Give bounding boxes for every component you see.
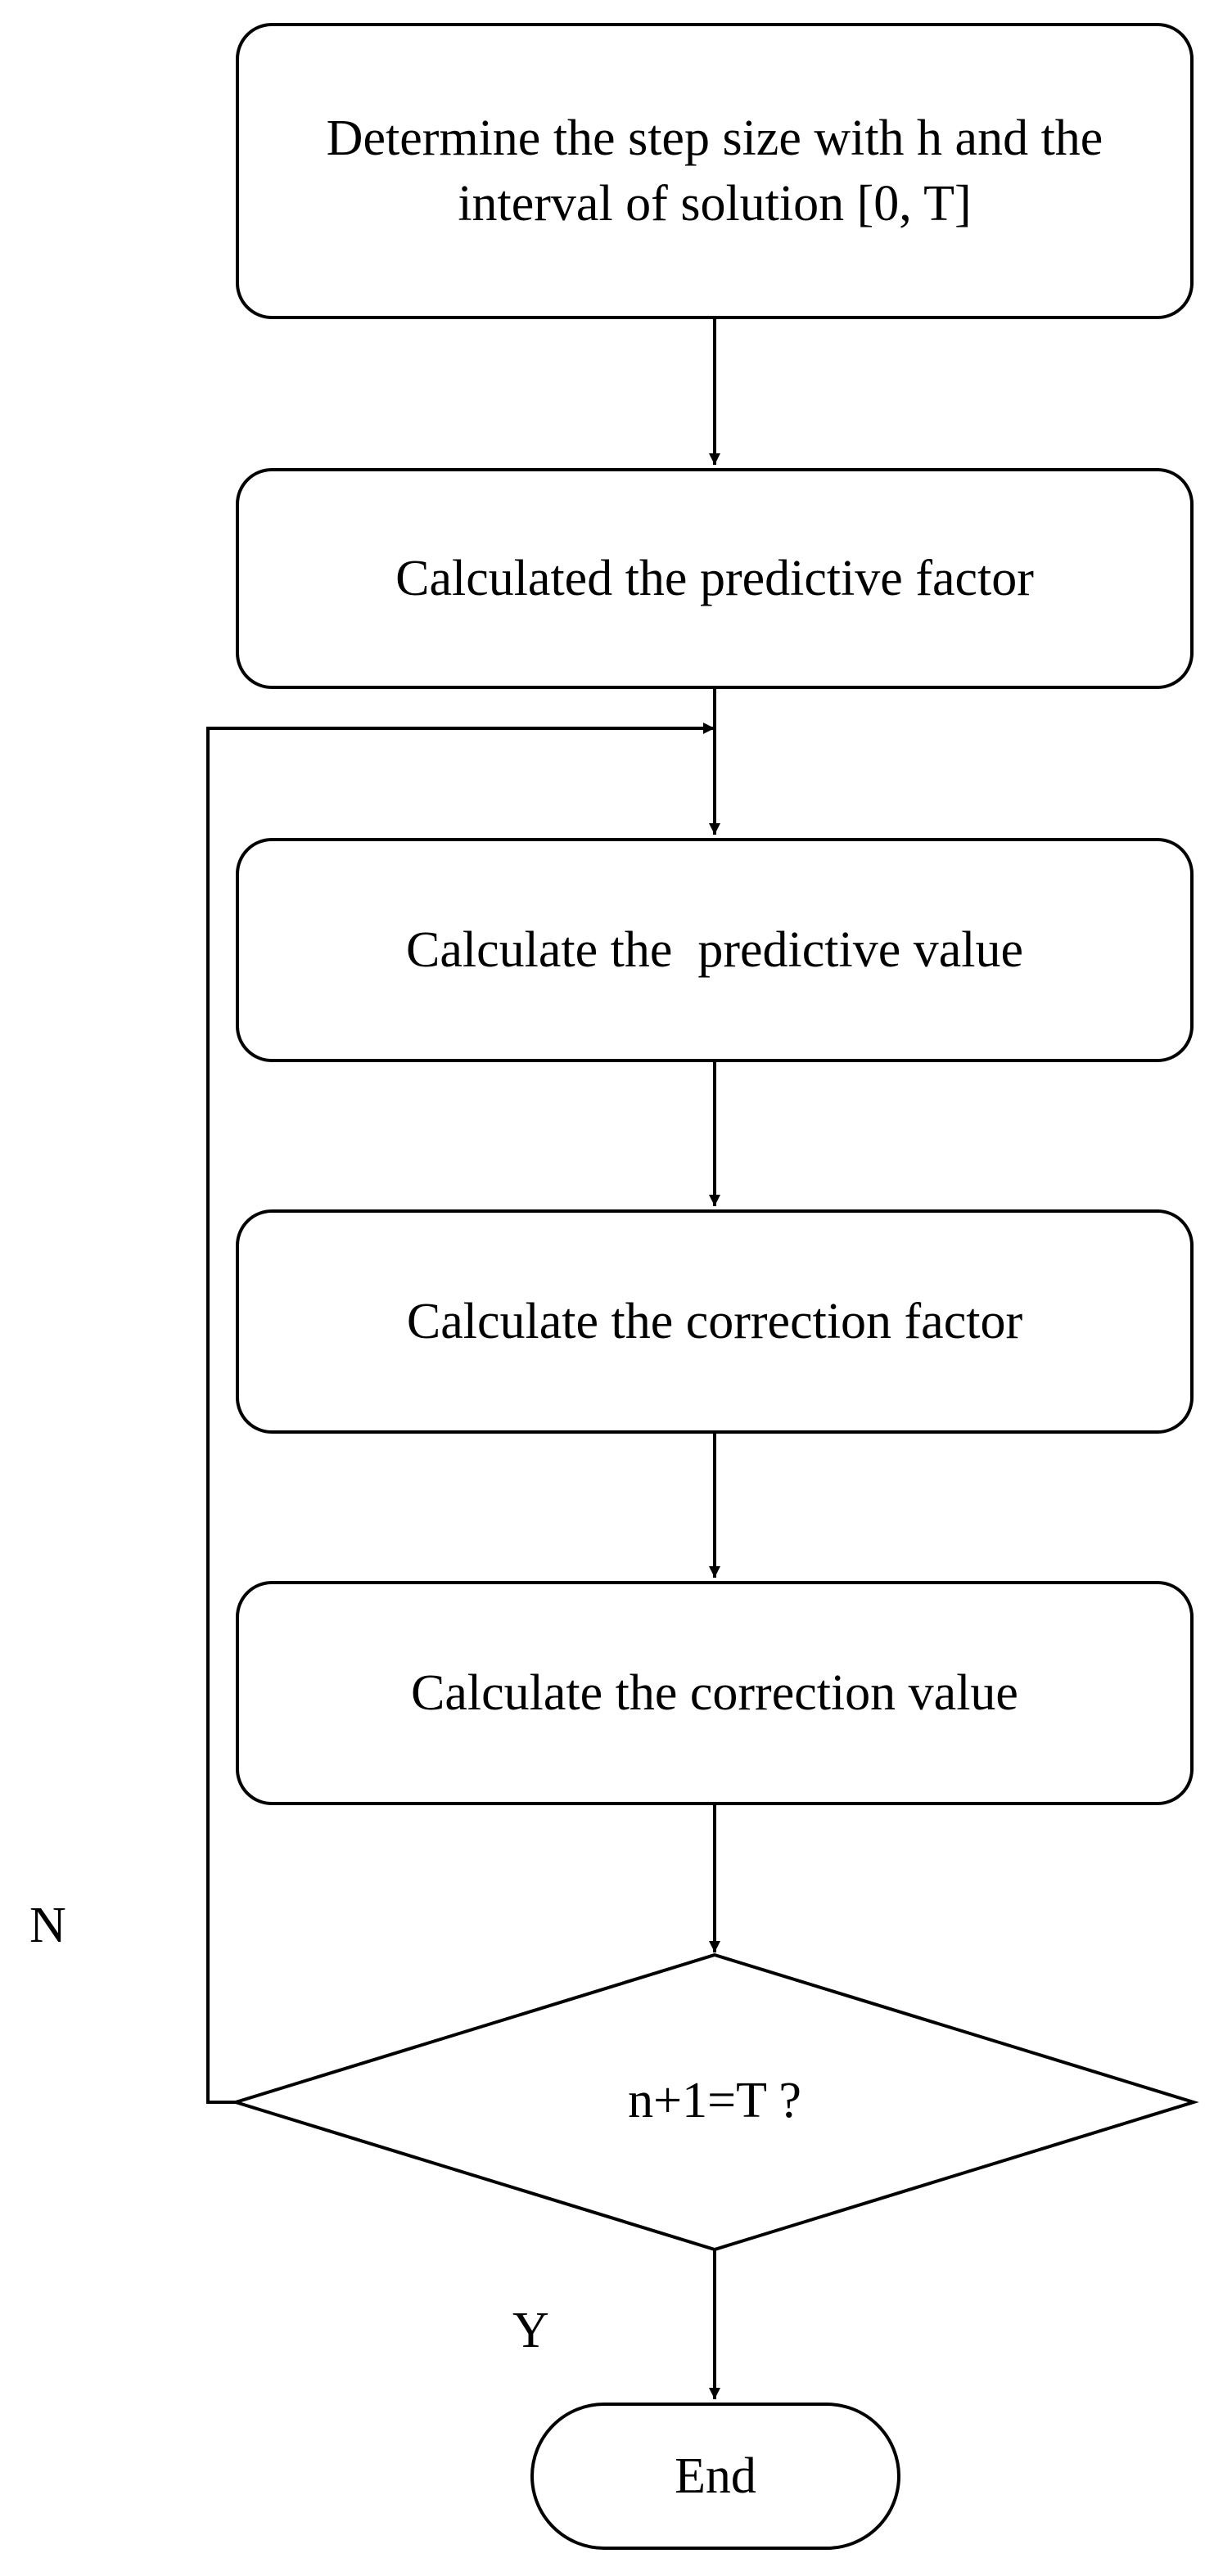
step-3-label: Calculate the predictive value (406, 922, 1023, 978)
step-4-label: Calculate the correction factor (406, 1294, 1023, 1349)
step-correction-value: Calculate the correction value (236, 1581, 1194, 1805)
end-terminal: End (530, 2403, 900, 2550)
step-5-label: Calculate the correction value (411, 1665, 1018, 1721)
decision-label: n+1=T ? (628, 2073, 801, 2128)
step-predictive-value: Calculate the predictive value (236, 838, 1194, 1062)
step-predictive-factor: Calculated the predictive factor (236, 468, 1194, 689)
end-label: End (675, 2448, 756, 2504)
branch-no-label: N (29, 1898, 66, 1953)
step-determine-step-size: Determine the step size with h and the i… (236, 23, 1194, 319)
step-1-label: Determine the step size with h and the i… (326, 110, 1103, 232)
branch-yes-label: Y (512, 2303, 549, 2358)
step-correction-factor: Calculate the correction factor (236, 1209, 1194, 1434)
loop-back-connector (206, 723, 715, 2104)
step-2-label: Calculated the predictive factor (395, 551, 1034, 606)
